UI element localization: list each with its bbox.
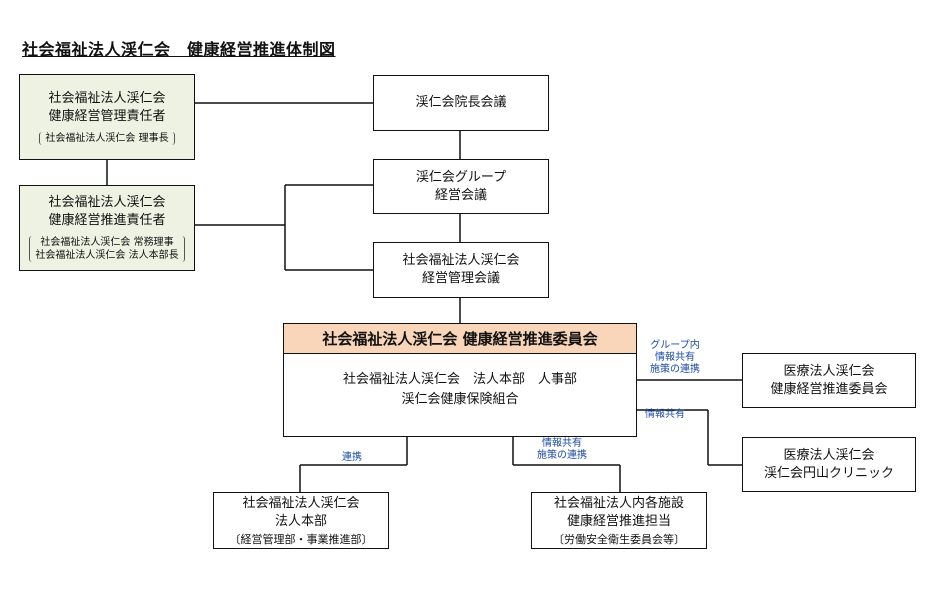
facility-share-line1: 情報共有 [542,438,582,449]
hq-box: 社会福祉法人渓仁会 法人本部 〔経営管理部・事業推進部〕 [213,492,389,549]
facilities-line1: 社会福祉法人内各施設 [553,495,684,511]
manager-box: 社会福祉法人渓仁会 健康経営管理責任者 社会福祉法人渓仁会 理事長 [19,74,195,160]
clinic-line2: 渓仁会円山クリニック [763,465,894,481]
facilities-box: 社会福祉法人内各施設 健康経営推進担当 〔労働安全衛生委員会等〕 [531,492,707,549]
mgmt-meeting-line1: 社会福祉法人渓仁会 [402,253,520,268]
promoter-note-line1: 社会福祉法人渓仁会 常務理事 [40,237,174,248]
manager-line1: 社会福祉法人渓仁会 [48,90,166,106]
mgmt-meeting-line2: 経営管理会議 [421,271,500,286]
group-share-label: グループ内 情報共有 施策の連携 [650,340,700,376]
page-title: 社会福祉法人渓仁会 健康経営推進体制図 [22,40,336,59]
group-share-line3: 施策の連携 [650,364,700,375]
health-committee-line1: 社会福祉法人渓仁会 法人本部 人事部 [342,372,577,387]
clinic-box: 医療法人渓仁会 渓仁会円山クリニック [742,437,916,492]
clinic-line1: 医療法人渓仁会 [783,447,875,463]
facilities-sub: 〔労働安全衛生委員会等〕 [553,532,685,546]
facilities-line2: 健康経営推進担当 [566,513,671,529]
medical-committee-line1: 医療法人渓仁会 [783,363,875,379]
group-meeting-line1: 渓仁会グループ [415,169,507,185]
facility-share-line2: 施策の連携 [537,450,587,461]
medical-committee-line2: 健康経営推進委員会 [770,381,888,397]
hq-sub: 〔経営管理部・事業推進部〕 [229,532,373,546]
medical-committee-box: 医療法人渓仁会 健康経営推進委員会 [742,353,916,408]
promoter-note-line2: 社会福祉法人渓仁会 法人本部長 [35,250,179,261]
cooperation-label: 連携 [342,452,362,463]
group-meeting-box: 渓仁会グループ 経営会議 [373,159,549,214]
promoter-note: 社会福祉法人渓仁会 常務理事 社会福祉法人渓仁会 法人本部長 [29,236,185,262]
info-share-label: 情報共有 [645,409,685,420]
mgmt-meeting-box: 社会福祉法人渓仁会 経営管理会議 [373,242,549,298]
health-committee-header: 社会福祉法人渓仁会 健康経営推進委員会 [284,324,636,354]
manager-line2: 健康経営管理責任者 [48,108,166,124]
health-committee-body: 社会福祉法人渓仁会 法人本部 人事部 渓仁会健康保険組合 [284,354,636,410]
health-committee-line2: 渓仁会健康保険組合 [401,392,519,407]
health-committee-box: 社会福祉法人渓仁会 健康経営推進委員会 社会福祉法人渓仁会 法人本部 人事部 渓… [283,323,637,437]
hq-line2: 法人本部 [274,513,327,529]
directors-meeting-label: 渓仁会院長会議 [415,95,507,110]
manager-note: 社会福祉法人渓仁会 理事長 [39,131,175,145]
promoter-line2: 健康経営推進責任者 [48,213,166,228]
promoter-line1: 社会福祉法人渓仁会 [48,195,166,210]
group-share-line2: 情報共有 [655,352,695,363]
group-share-line1: グループ内 [650,340,700,351]
directors-meeting-box: 渓仁会院長会議 [373,75,549,131]
facility-share-label: 情報共有 施策の連携 [537,438,587,462]
promoter-box: 社会福祉法人渓仁会 健康経営推進責任者 社会福祉法人渓仁会 常務理事 社会福祉法… [19,185,195,271]
group-meeting-line2: 経営会議 [434,187,487,203]
hq-line1: 社会福祉法人渓仁会 [242,495,360,511]
